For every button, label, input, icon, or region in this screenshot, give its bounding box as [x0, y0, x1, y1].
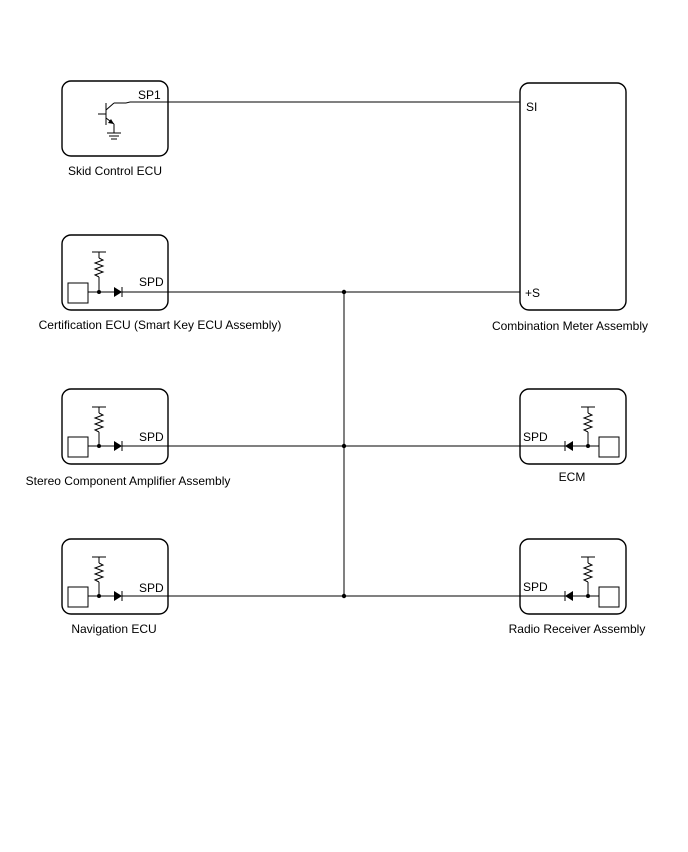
pullup-resistor-icon	[92, 406, 106, 446]
pullup-resistor-icon	[581, 556, 595, 596]
pullup-resistor-icon	[92, 251, 106, 292]
combination-meter: SI +S Combination Meter Assembly	[492, 82, 648, 333]
stereo-pin-label: SPD	[139, 430, 164, 444]
transistor-icon	[98, 101, 131, 140]
navigation-ecu-box	[61, 538, 169, 615]
stereo-amplifier-label: Stereo Component Amplifier Assembly	[26, 474, 231, 488]
ecm-pin-label: SPD	[523, 430, 548, 444]
signal-source-icon	[67, 282, 89, 304]
radio-receiver-label: Radio Receiver Assembly	[509, 622, 646, 636]
certification-ecu: SPD Certification ECU (Smart Key ECU Ass…	[39, 234, 282, 332]
skid-control-ecu-box	[61, 80, 169, 157]
radio-receiver-box	[519, 538, 627, 615]
skid-control-ecu: SP1 Skid Control ECU	[61, 80, 169, 178]
certification-ecu-box	[61, 234, 169, 311]
junction-dot	[341, 289, 347, 295]
combination-meter-plus-s-label: +S	[525, 286, 540, 300]
diode-icon	[564, 441, 573, 451]
certification-pin-label: SPD	[139, 275, 164, 289]
signal-source-icon	[598, 436, 620, 458]
signal-source-icon	[67, 436, 89, 458]
ecm: SPD ECM	[519, 388, 627, 484]
junction-dot	[341, 593, 347, 599]
pullup-resistor-icon	[92, 556, 106, 596]
ecm-label: ECM	[559, 470, 586, 484]
navigation-pin-label: SPD	[139, 581, 164, 595]
navigation-ecu-label: Navigation ECU	[71, 622, 156, 636]
combination-meter-si-label: SI	[526, 100, 537, 114]
signal-source-icon	[598, 586, 620, 608]
navigation-ecu: SPD Navigation ECU	[61, 538, 169, 636]
signal-source-icon	[67, 586, 89, 608]
junction-dot	[341, 443, 347, 449]
combination-meter-label: Combination Meter Assembly	[492, 319, 648, 333]
pullup-resistor-icon	[581, 406, 595, 446]
skid-control-pin-label: SP1	[138, 88, 161, 102]
radio-receiver: SPD Radio Receiver Assembly	[509, 538, 646, 636]
stereo-amplifier: SPD Stereo Component Amplifier Assembly	[26, 388, 231, 488]
skid-control-ecu-label: Skid Control ECU	[68, 164, 162, 178]
stereo-amplifier-box	[61, 388, 169, 465]
diode-icon	[564, 591, 573, 601]
certification-ecu-label: Certification ECU (Smart Key ECU Assembl…	[39, 318, 282, 332]
ecm-box	[519, 388, 627, 465]
combination-meter-box	[519, 82, 627, 311]
radio-receiver-pin-label: SPD	[523, 580, 548, 594]
